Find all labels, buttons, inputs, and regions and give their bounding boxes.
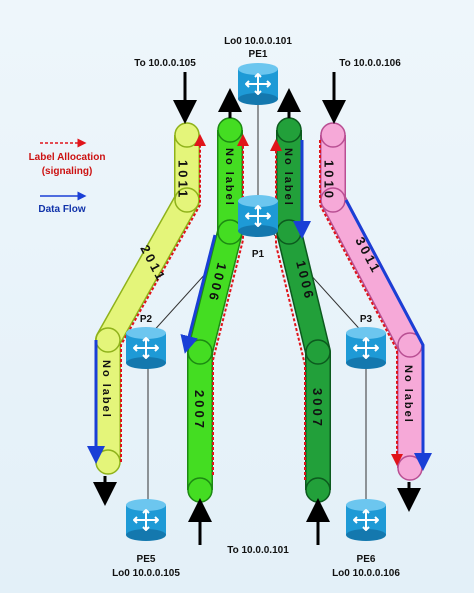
router-base bbox=[346, 357, 386, 369]
legend-label-allocation: Label Allocation bbox=[29, 152, 106, 163]
external-arrows bbox=[93, 72, 421, 545]
router-icon bbox=[353, 509, 379, 531]
p2-name: P2 bbox=[140, 314, 153, 325]
router-p2[interactable] bbox=[126, 327, 166, 369]
lsp-yellow-cap-top bbox=[174, 122, 200, 148]
router-top bbox=[346, 327, 386, 339]
pe5-name: PE5 bbox=[137, 554, 156, 565]
label-green-top: No label bbox=[223, 148, 235, 207]
router-p1[interactable] bbox=[238, 195, 278, 237]
pe6-loopback: Lo0 10.0.0.106 bbox=[332, 568, 400, 579]
router-top bbox=[126, 327, 166, 339]
router-base bbox=[238, 93, 278, 105]
lsp-darkgreen bbox=[270, 117, 331, 503]
pe1-name: PE1 bbox=[249, 49, 268, 60]
label-yellow-bottom: No label bbox=[100, 360, 112, 419]
legend-data-flow: Data Flow bbox=[38, 204, 85, 215]
router-icon bbox=[133, 337, 159, 359]
signal-darkgreen bbox=[270, 139, 306, 480]
lsp-green-cap-top bbox=[217, 117, 243, 143]
lsp-darkgreen-cap-top bbox=[276, 117, 302, 143]
lsp-green bbox=[180, 117, 249, 503]
router-pe6[interactable] bbox=[346, 499, 386, 541]
lsp-pink-cap-top bbox=[320, 122, 346, 148]
label-darkgreen-bottom: 3007 bbox=[310, 388, 325, 429]
router-base bbox=[238, 225, 278, 237]
lsp-yellow-cap-bottom bbox=[95, 449, 121, 475]
router-top bbox=[238, 63, 278, 75]
router-base bbox=[126, 529, 166, 541]
router-top bbox=[238, 195, 278, 207]
lsp-yellow-cap-p2 bbox=[95, 327, 121, 353]
legend-signaling: (signaling) bbox=[42, 166, 93, 177]
lsp-pink-pipe bbox=[321, 135, 422, 468]
label-darkgreen-top: No label bbox=[282, 148, 294, 207]
lsp-green-pipe bbox=[188, 130, 242, 490]
router-top bbox=[126, 499, 166, 511]
lsp-pink-cap-bottom bbox=[397, 455, 423, 481]
label-pink-bottom: No label bbox=[402, 365, 414, 424]
router-base bbox=[126, 357, 166, 369]
router-icon bbox=[245, 73, 271, 95]
lsp-darkgreen-cap-p3 bbox=[305, 339, 331, 365]
label-pink-top: 1010 bbox=[322, 160, 337, 201]
dest-to-105: To 10.0.0.105 bbox=[134, 58, 196, 69]
router-p3[interactable] bbox=[346, 327, 386, 369]
lsp-green-cap-p2 bbox=[187, 339, 213, 365]
router-base bbox=[346, 529, 386, 541]
signal-pink-left bbox=[319, 140, 403, 466]
dest-to-101: To 10.0.0.101 bbox=[227, 545, 289, 556]
router-icon bbox=[353, 337, 379, 359]
label-green-bottom: 2007 bbox=[192, 390, 207, 431]
lsp-darkgreen-pipe bbox=[277, 130, 330, 490]
router-top bbox=[346, 499, 386, 511]
p3-name: P3 bbox=[360, 314, 373, 325]
legend: Label Allocation (signaling) Data Flow bbox=[29, 138, 106, 215]
dataflow-pink bbox=[344, 199, 432, 471]
pe1-loopback: Lo0 10.0.0.101 bbox=[224, 36, 292, 47]
label-yellow-top: 1011 bbox=[176, 160, 191, 200]
router-pe1[interactable] bbox=[238, 63, 278, 105]
pe5-loopback: Lo0 10.0.0.105 bbox=[112, 568, 180, 579]
pe6-name: PE6 bbox=[357, 554, 376, 565]
lsp-darkgreen-cap-bottom bbox=[305, 477, 331, 503]
dataflow-green bbox=[180, 234, 217, 354]
lsp-green-cap-bottom bbox=[187, 477, 213, 503]
p1-name: P1 bbox=[252, 249, 265, 260]
router-icon bbox=[245, 205, 271, 227]
lsp-yellow bbox=[87, 122, 206, 475]
lsp-yellow-pipe bbox=[96, 135, 199, 462]
lsp-darkgreen-cap-mid bbox=[276, 219, 302, 245]
router-pe5[interactable] bbox=[126, 499, 166, 541]
router-icon bbox=[133, 509, 159, 531]
lsp-pink bbox=[319, 122, 432, 481]
dest-to-106: To 10.0.0.106 bbox=[339, 58, 401, 69]
signal-yellow bbox=[120, 134, 206, 462]
signal-green bbox=[212, 134, 249, 475]
